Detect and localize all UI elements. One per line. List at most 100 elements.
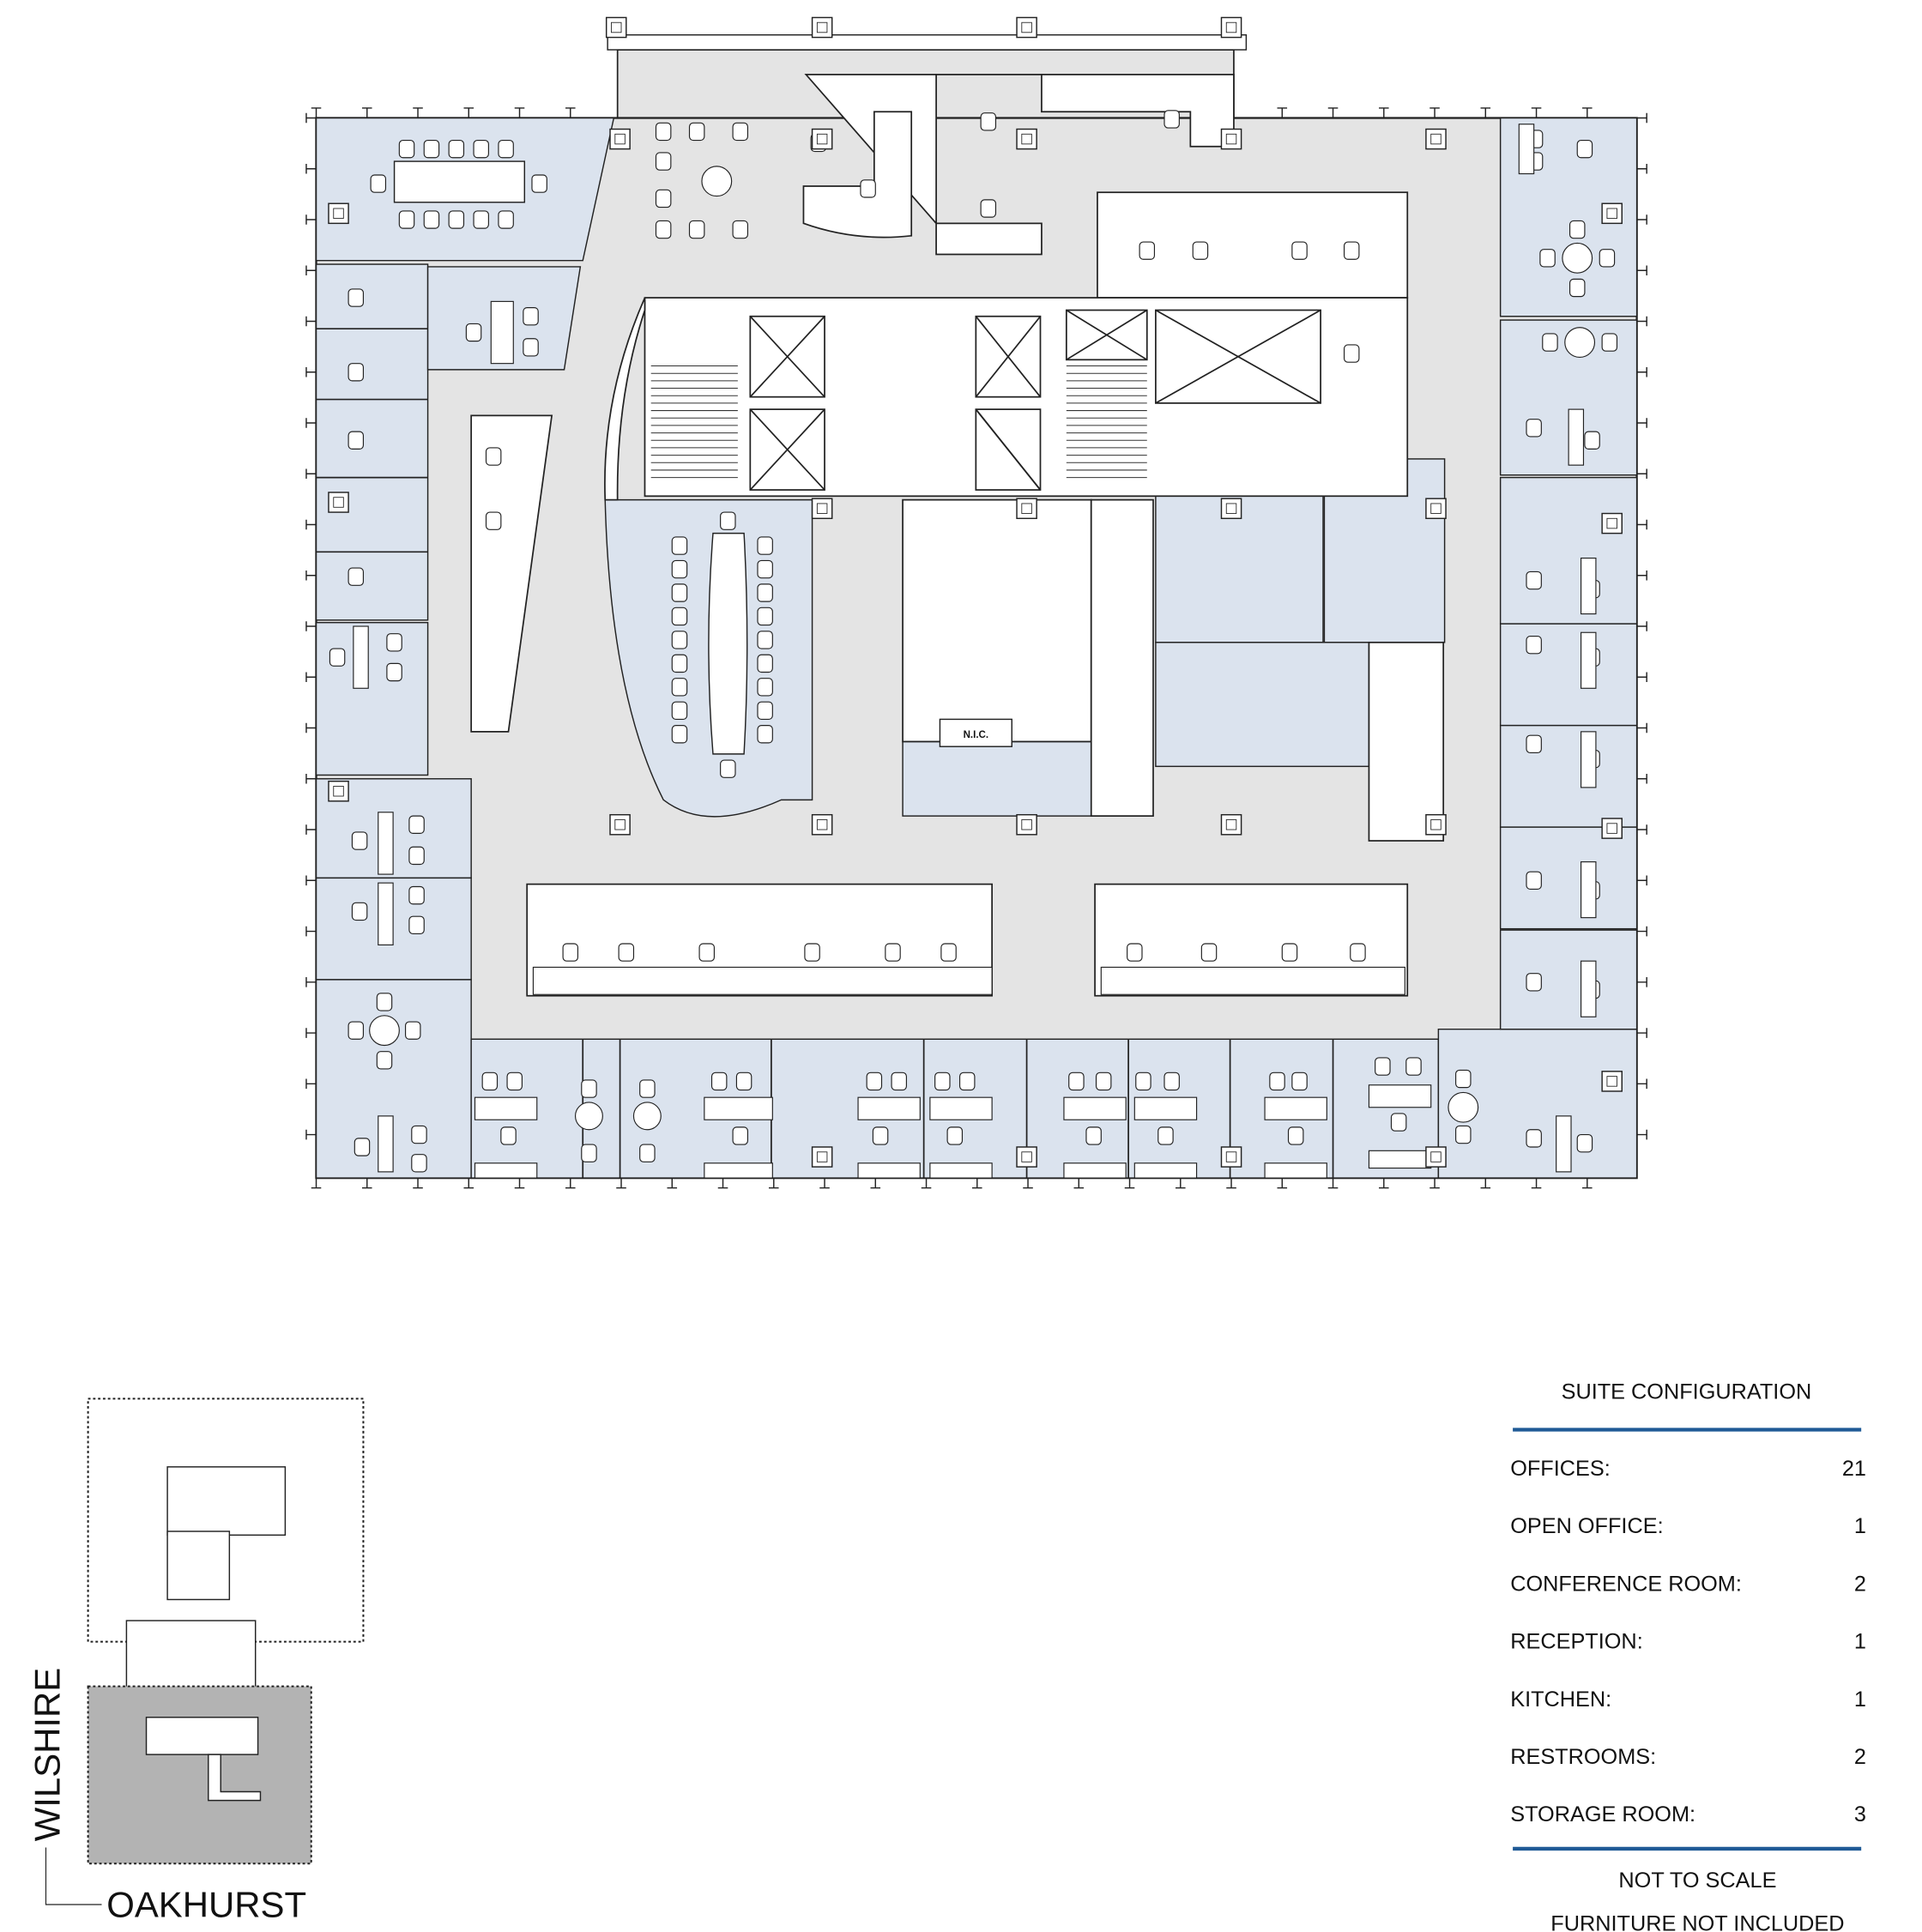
chair-icon <box>411 1154 427 1173</box>
mullion <box>1636 265 1647 276</box>
chair-icon <box>1599 249 1616 268</box>
chair-icon <box>498 139 514 159</box>
desk <box>1518 124 1535 175</box>
chair-icon <box>473 210 489 229</box>
nic-label: N.I.C. <box>964 730 989 740</box>
key-plan-connector <box>125 1620 257 1696</box>
chair-icon <box>688 122 705 142</box>
mullion <box>1636 621 1647 631</box>
legend-row-label: STORAGE ROOM: <box>1510 1802 1695 1826</box>
column-icon <box>1601 202 1623 225</box>
mullion <box>1429 1178 1440 1189</box>
chair-icon <box>732 220 749 239</box>
chair-icon <box>639 1079 656 1098</box>
mullion <box>361 107 372 118</box>
column-icon <box>1220 813 1242 836</box>
chair-icon <box>1455 1125 1472 1144</box>
chair-icon <box>655 122 672 142</box>
chair-icon <box>1526 636 1542 655</box>
desk <box>474 1096 538 1120</box>
chair-icon <box>671 607 688 626</box>
desk <box>1568 408 1585 466</box>
chair-icon <box>1405 1057 1422 1076</box>
column-icon <box>1220 498 1242 520</box>
mullion <box>311 107 322 118</box>
mullion <box>1582 107 1593 118</box>
mullion <box>1636 824 1647 835</box>
desk <box>1581 731 1597 788</box>
chair-icon <box>1291 241 1308 260</box>
note-furniture-not-included: FURNITURE NOT INCLUDED <box>1550 1911 1844 1932</box>
office-east-3 <box>1499 476 1638 625</box>
core-restrooms <box>902 498 1092 743</box>
desk <box>704 1096 773 1120</box>
office-west-4 <box>315 877 472 981</box>
chair-icon <box>1127 943 1143 962</box>
mullion <box>305 214 317 225</box>
chair-icon <box>423 210 440 229</box>
desk <box>1556 1115 1572 1173</box>
chair-icon <box>351 902 368 921</box>
desk <box>378 1115 394 1173</box>
mullion <box>305 824 317 835</box>
mullion <box>305 316 317 327</box>
chair-icon <box>1163 1072 1180 1091</box>
legend-row-value: 1 <box>1854 1514 1866 1538</box>
chair-icon <box>735 1072 752 1091</box>
chair-icon <box>386 633 402 652</box>
mullion <box>305 468 317 480</box>
chair-icon <box>860 179 876 198</box>
office-east-7 <box>1499 929 1638 1030</box>
mullion <box>1379 1178 1389 1189</box>
chair-icon <box>1269 1072 1285 1091</box>
chair-icon <box>562 943 579 962</box>
office-east-4 <box>1499 623 1638 727</box>
reception-desk-area <box>804 74 1235 256</box>
chair-icon <box>531 174 547 193</box>
column-icon <box>609 128 631 150</box>
chair-icon <box>581 1079 597 1098</box>
mullion <box>305 366 317 377</box>
column-icon <box>1220 16 1242 39</box>
chair-icon <box>671 725 688 744</box>
chair-icon <box>1526 571 1542 590</box>
mullion <box>1636 926 1647 937</box>
mullion <box>305 672 317 683</box>
chair-icon <box>485 511 502 530</box>
stairs <box>650 365 1147 479</box>
column-icon <box>1425 128 1447 150</box>
mullion <box>1277 1178 1288 1189</box>
column-icon <box>811 128 833 150</box>
key-plan-north-core <box>166 1466 287 1537</box>
key-plan: WILSHIRE OAKHURST <box>27 1398 365 1924</box>
chair-icon <box>866 1072 883 1091</box>
mullion <box>413 107 423 118</box>
chair-icon <box>1390 1113 1407 1132</box>
desk <box>378 882 394 946</box>
chair-icon <box>1526 973 1542 992</box>
key-plan-north-elevators <box>166 1531 231 1601</box>
mullion <box>1636 1028 1647 1038</box>
mullion <box>305 1129 317 1140</box>
mullion <box>616 1178 626 1189</box>
mullion <box>305 418 317 428</box>
chair-icon <box>671 678 688 697</box>
chair-icon <box>1163 110 1180 129</box>
chair-icon <box>351 831 368 850</box>
chair-icon <box>348 431 365 450</box>
desk <box>1581 557 1597 615</box>
legend-row-value: 1 <box>1854 1630 1866 1654</box>
chair-icon <box>348 567 365 586</box>
chair-icon <box>980 199 997 218</box>
nic-room <box>939 718 1012 747</box>
legend-row-value: 2 <box>1854 1572 1866 1596</box>
chair-icon <box>1584 431 1600 450</box>
chair-icon <box>404 1021 421 1040</box>
chair-icon <box>934 1072 951 1091</box>
round-table <box>701 166 733 197</box>
chair-icon <box>639 1144 656 1162</box>
column-icon <box>1601 1071 1623 1092</box>
core-stair-east <box>1090 498 1154 818</box>
mullion <box>769 1178 779 1189</box>
chair-icon <box>757 631 773 649</box>
